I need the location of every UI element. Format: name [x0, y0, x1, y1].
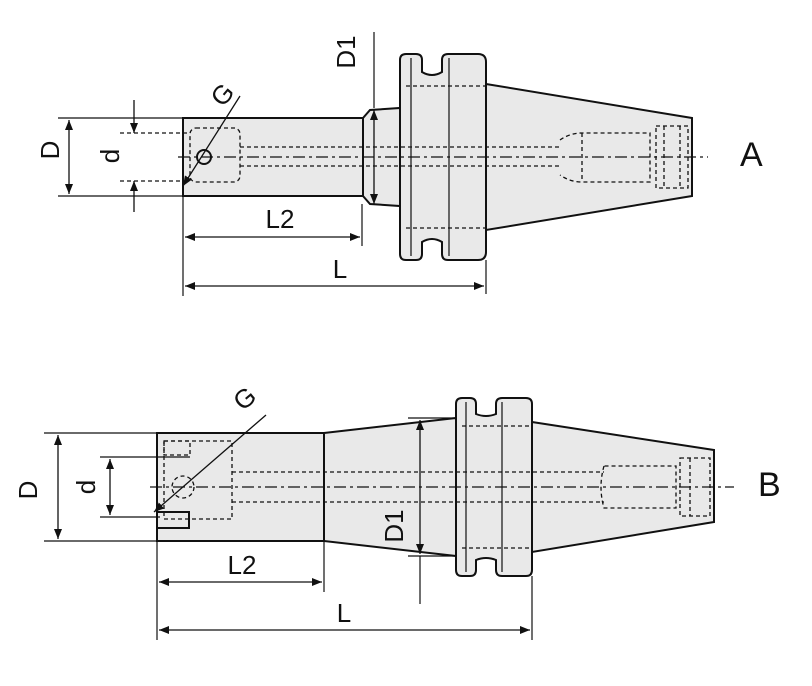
view-b: D d D1 G L2 L B	[13, 380, 781, 640]
label-a-L2: L2	[266, 204, 295, 234]
label-a-L: L	[333, 254, 347, 284]
label-b-L2: L2	[228, 550, 257, 580]
taper-a	[485, 82, 693, 232]
label-b-G: G	[227, 380, 262, 416]
keyslot-b	[156, 511, 190, 529]
label-b-D1: D1	[379, 509, 409, 542]
label-b-L: L	[337, 598, 351, 628]
label-a-D: D	[35, 141, 65, 160]
label-b-D: D	[13, 481, 43, 500]
taper-b	[531, 420, 715, 554]
label-a-d: d	[95, 149, 125, 163]
flange-b	[455, 397, 533, 577]
label-a-G: G	[204, 77, 240, 112]
view-label-a: A	[740, 136, 763, 174]
label-b-d: d	[71, 480, 101, 494]
view-label-b: B	[758, 466, 781, 504]
setscrew-a	[196, 149, 212, 165]
setscrew-b	[171, 475, 195, 499]
label-a-D1: D1	[331, 35, 361, 68]
view-a: D d D1 G L2 L A	[35, 32, 763, 296]
